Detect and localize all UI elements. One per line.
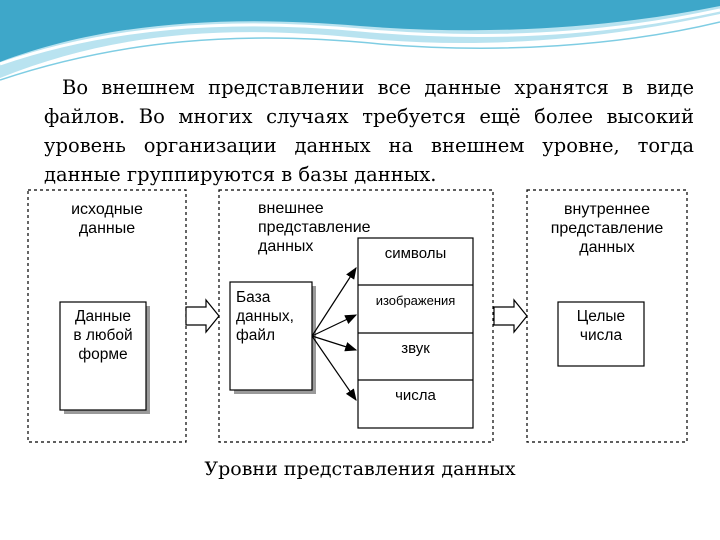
diagram-caption: Уровни представления данных bbox=[204, 458, 516, 480]
internal-panel-title: внутреннее представление данных bbox=[550, 201, 664, 256]
block-arrow-right bbox=[493, 298, 528, 334]
block-arrow-left bbox=[185, 298, 220, 334]
type-sound: звук bbox=[401, 340, 430, 357]
source-data-box bbox=[59, 301, 147, 411]
source-panel-title: исходные данные bbox=[71, 201, 143, 237]
header-wave-decoration bbox=[0, 0, 720, 81]
type-symbols: символы bbox=[384, 245, 447, 262]
fan-arrows bbox=[311, 266, 358, 401]
integers-box bbox=[557, 301, 645, 367]
intro-paragraph: Во внешнем представлении все данные хран… bbox=[44, 76, 694, 186]
type-images: изображения bbox=[375, 293, 456, 308]
source-box-label: Данные в любой форме bbox=[73, 308, 133, 363]
type-numbers: числа bbox=[395, 387, 436, 404]
integers-box-label: Целые числа bbox=[576, 308, 626, 344]
external-panel-title: внешнее представление данных bbox=[258, 200, 371, 255]
database-box-label: База данных, файл bbox=[236, 289, 294, 344]
database-box bbox=[229, 281, 313, 391]
